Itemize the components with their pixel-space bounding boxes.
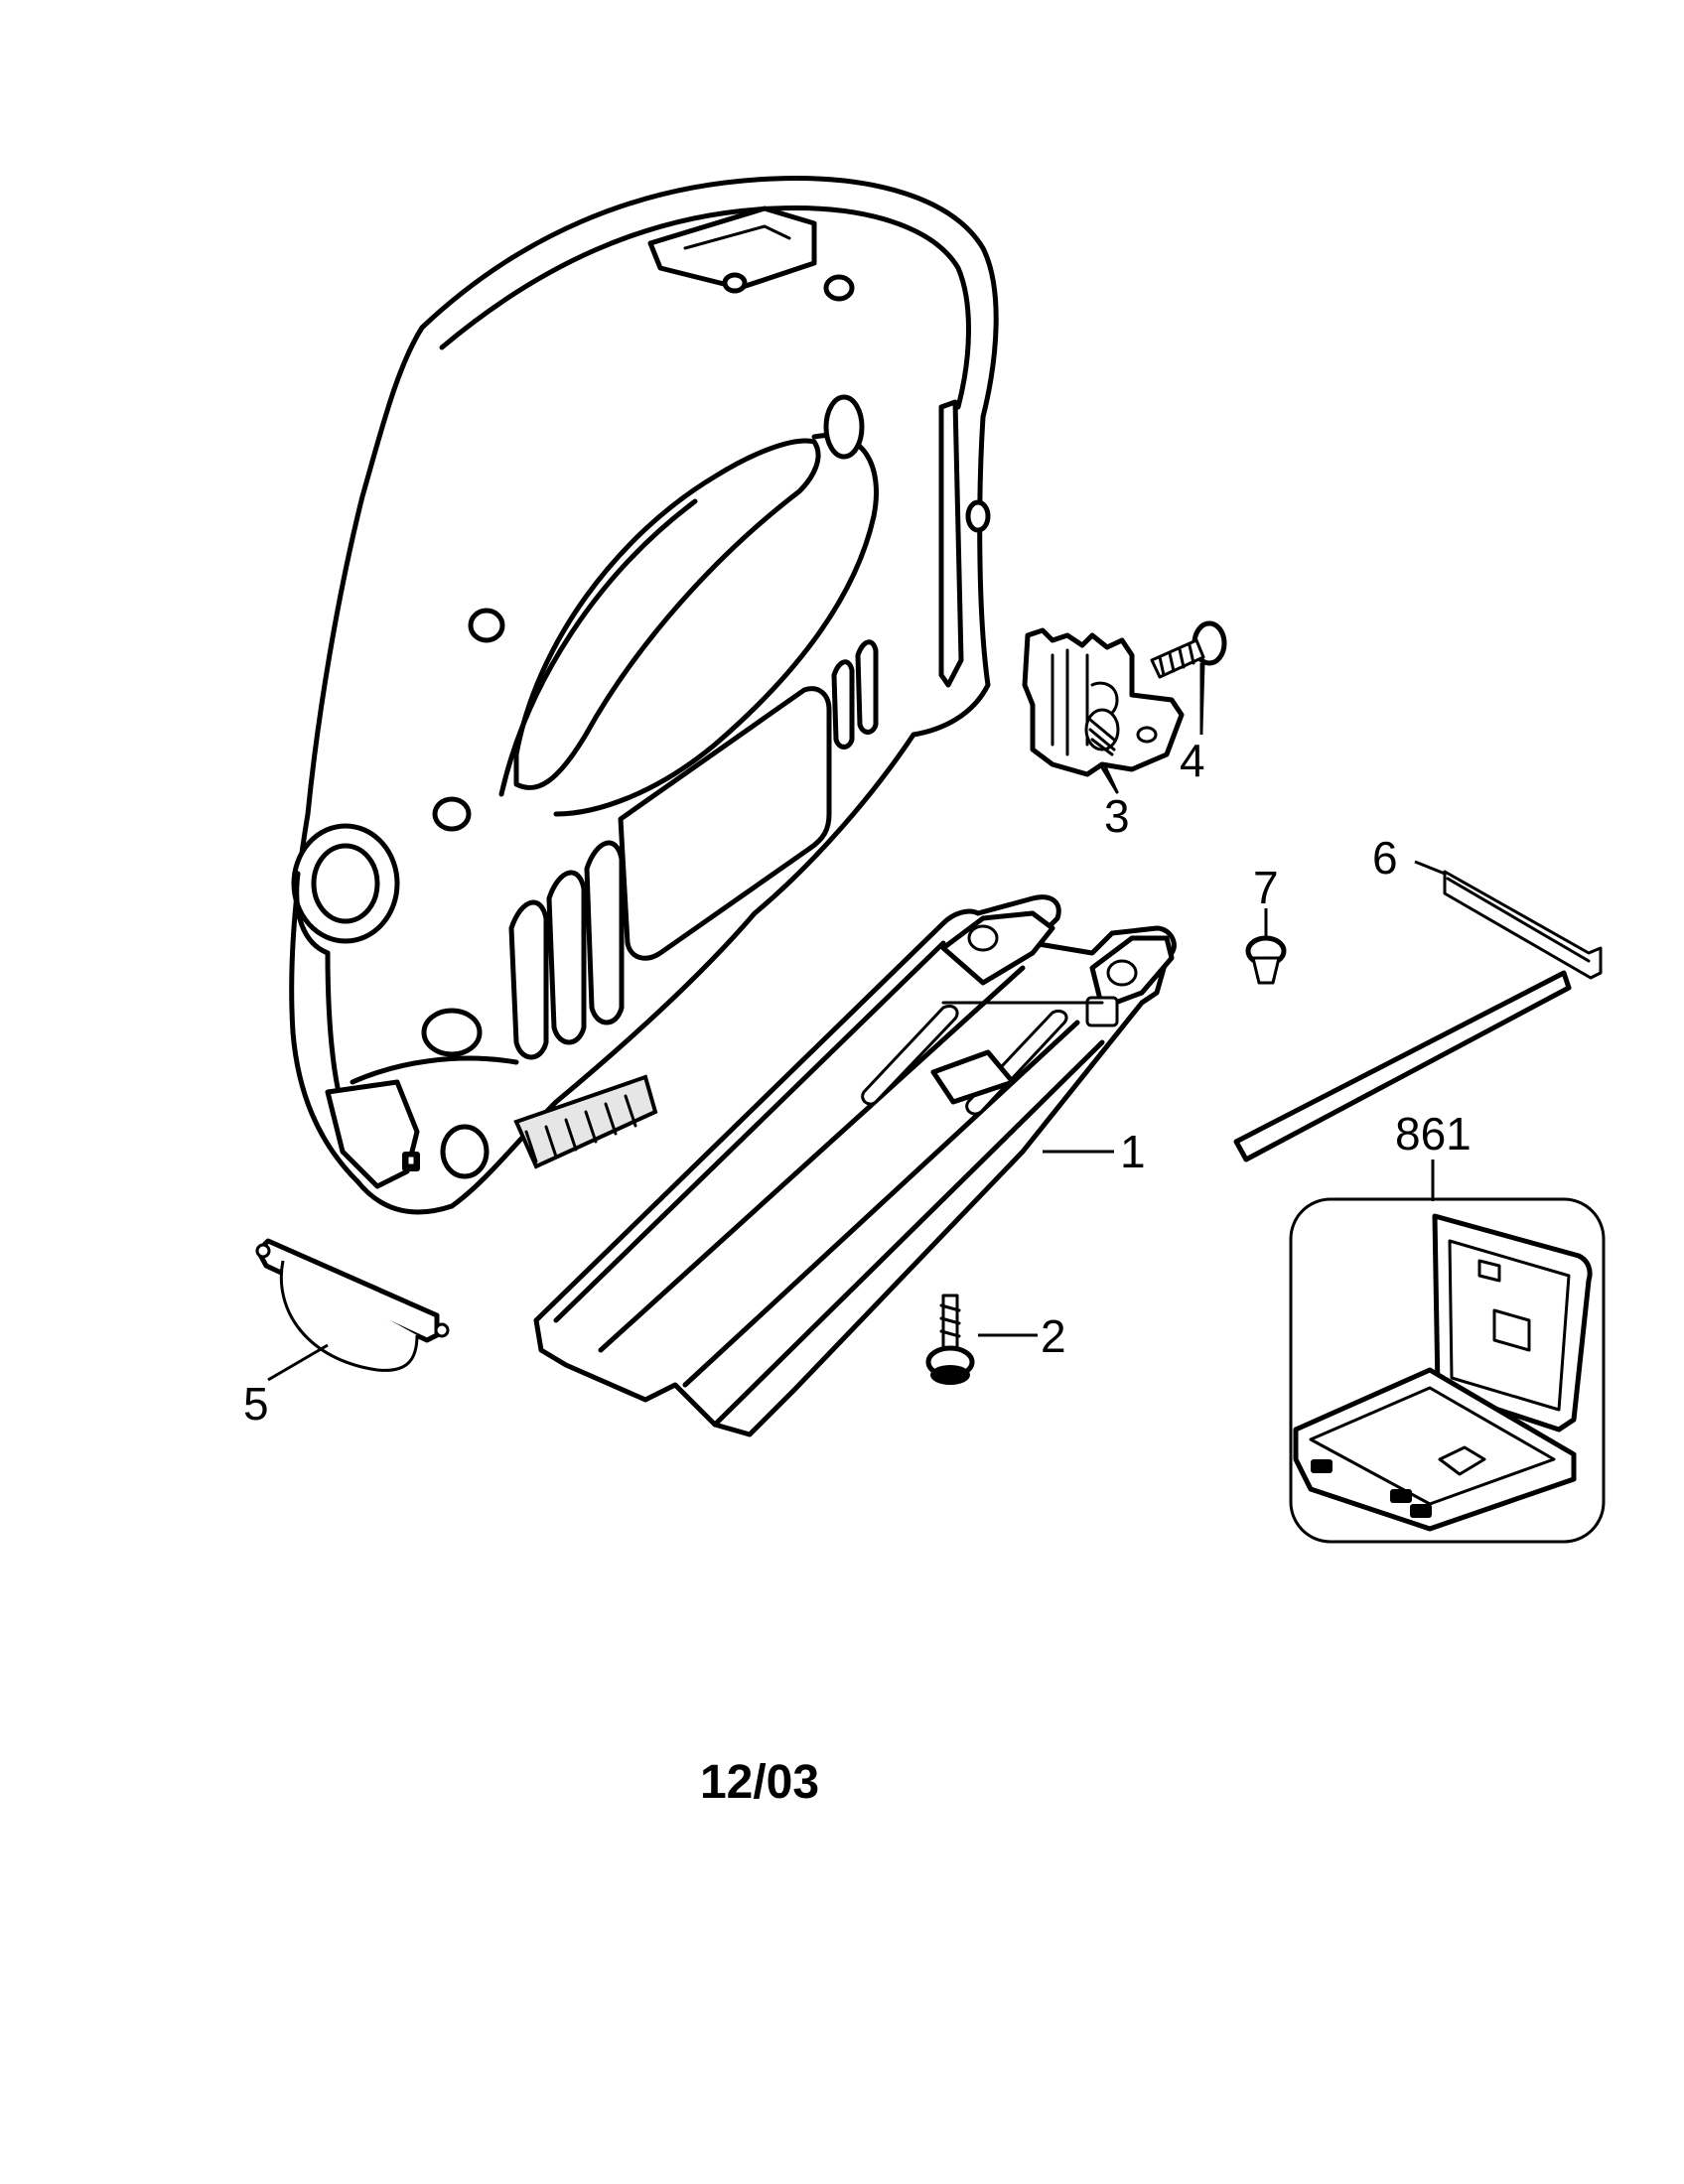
revision-date: 12/03 <box>699 1756 820 1809</box>
part-7-knob-illustration <box>1245 935 1287 985</box>
case-callout-frame <box>1289 1197 1606 1544</box>
callout-part-4: 4 <box>1180 735 1205 786</box>
leader-part-5 <box>267 1343 329 1382</box>
callout-part-1: 1 <box>1120 1126 1146 1177</box>
leader-lines <box>267 663 1446 1382</box>
jigsaw-housing-illustration <box>289 176 999 1215</box>
callout-part-7: 7 <box>1253 862 1279 913</box>
part-3-blade-clamp-illustration <box>1022 627 1185 794</box>
callout-part-2: 2 <box>1041 1310 1066 1362</box>
part-6-hex-wrench-illustration <box>1233 870 1603 1162</box>
callout-part-861: 861 <box>1395 1108 1472 1160</box>
part-861-case-illustration <box>1289 1197 1606 1544</box>
leader-part-6 <box>1414 860 1446 876</box>
callout-numbers: 1 2 3 4 5 6 7 861 <box>243 735 1472 1430</box>
callout-part-6: 6 <box>1372 832 1398 884</box>
part-1-shoe-plate-illustration <box>533 894 1177 1437</box>
part-2-screw-illustration <box>925 1294 975 1385</box>
callout-part-5: 5 <box>243 1378 269 1430</box>
part-4-screw-illustration <box>1150 620 1227 732</box>
leader-part-3 <box>1102 763 1119 793</box>
callout-part-3: 3 <box>1104 790 1130 842</box>
part-5-chip-guard-illustration <box>255 1238 450 1372</box>
